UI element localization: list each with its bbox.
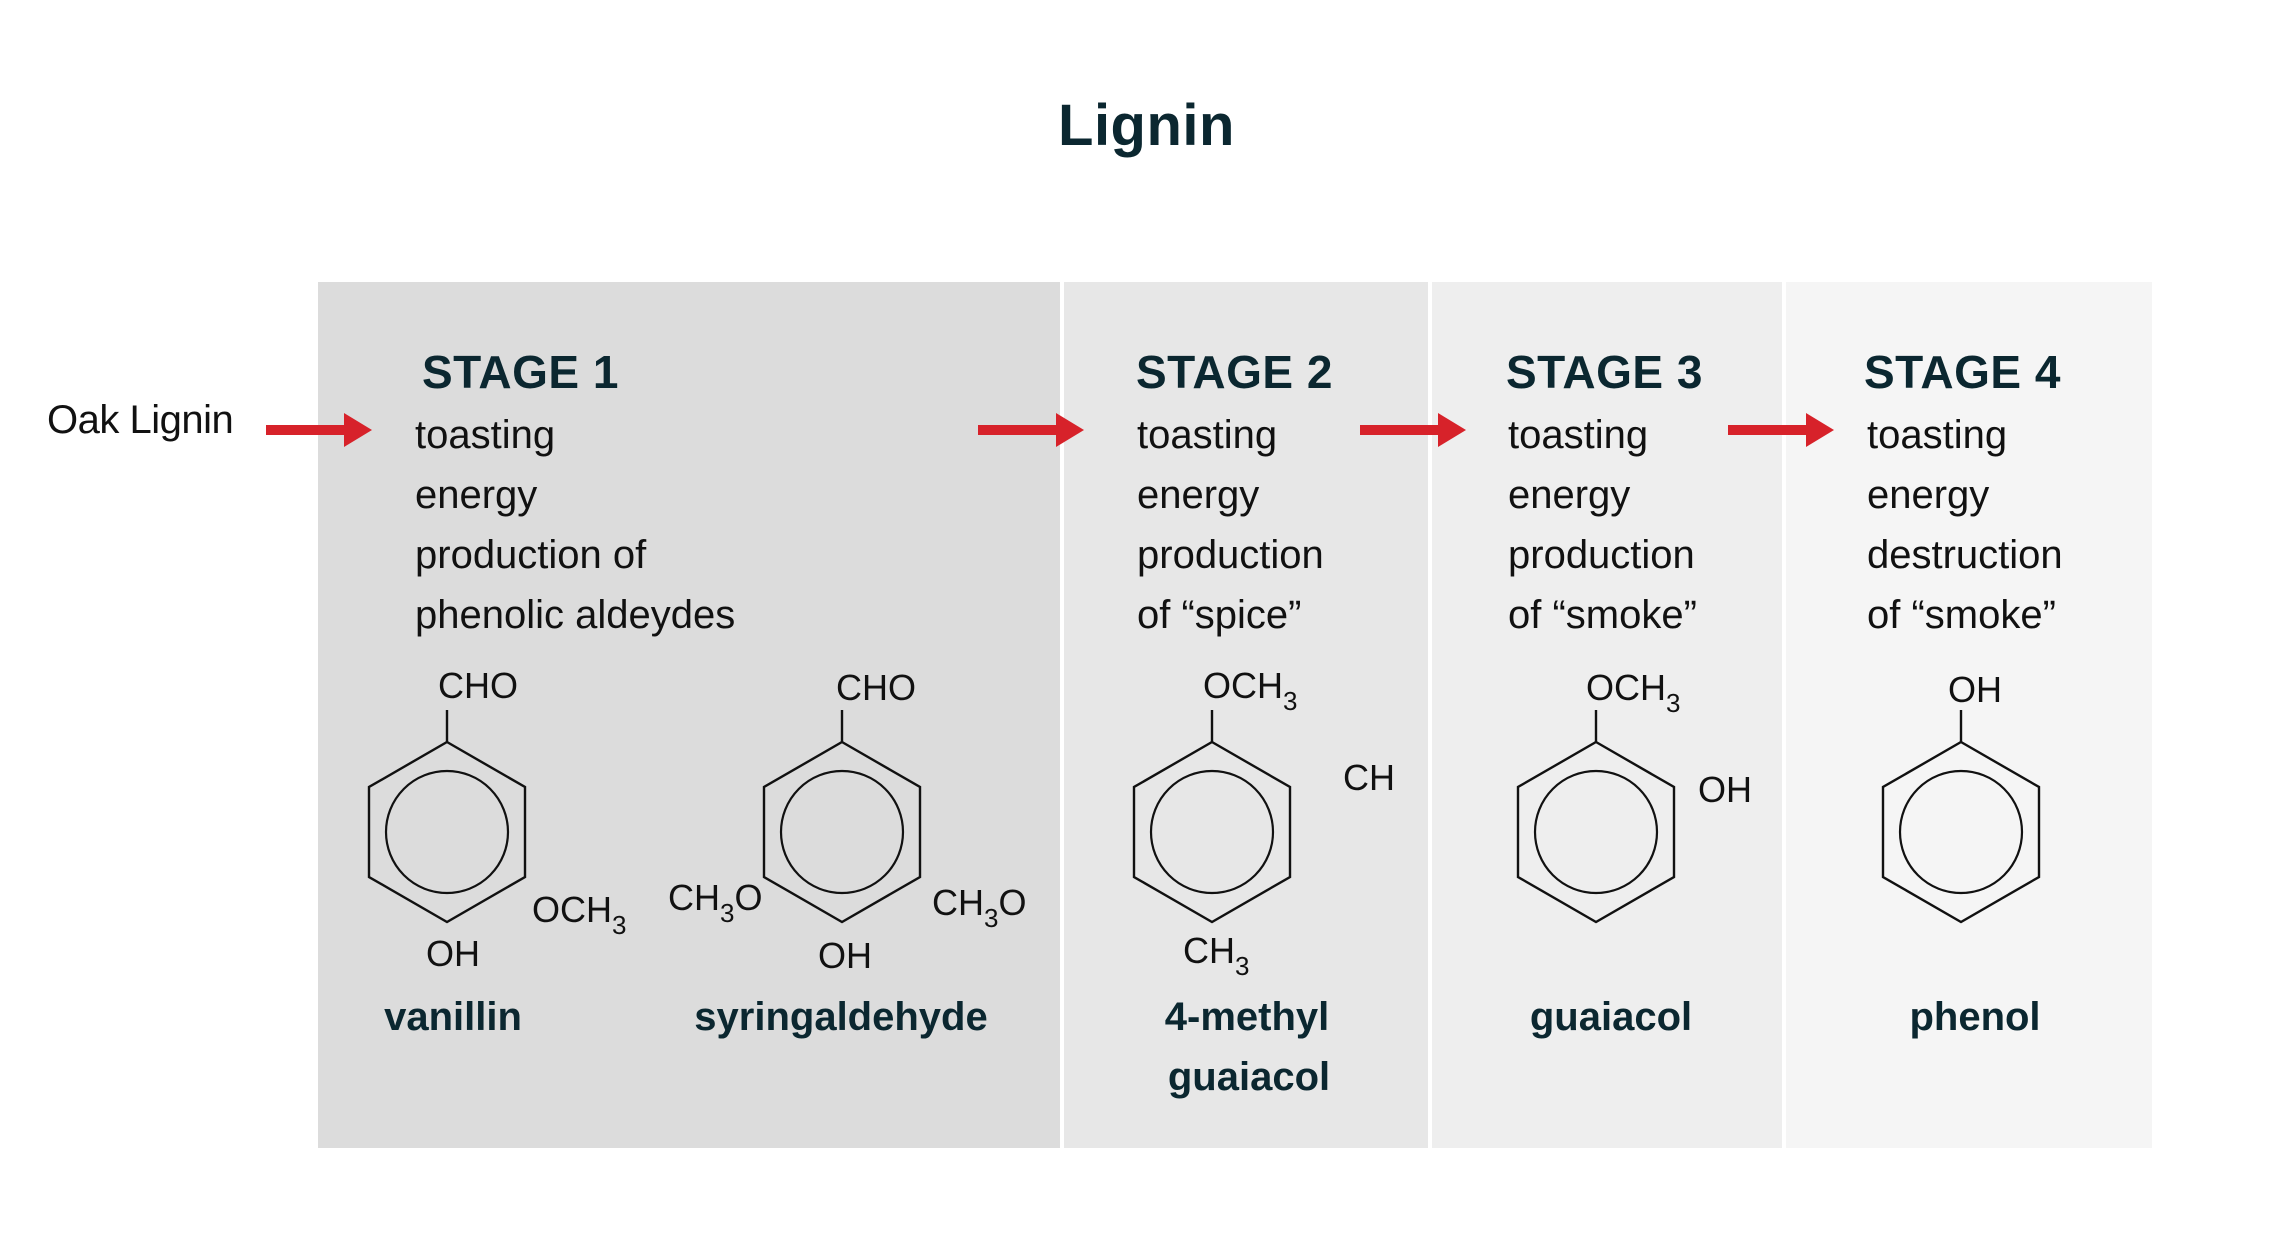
stage-2-line: of “spice” — [1137, 593, 1302, 637]
source-label: Oak Lignin — [47, 398, 234, 442]
stage-3-description: toasting energy production of “smoke” — [1508, 405, 1697, 645]
stage-4-line: toasting — [1867, 413, 2008, 457]
stage-1-line: phenolic aldeydes — [415, 593, 736, 637]
arrow-right-icon — [1360, 413, 1466, 447]
stage-3-line: energy — [1508, 473, 1631, 517]
stage-1-line: energy — [415, 473, 538, 517]
stage-1-heading: STAGE 1 — [422, 346, 619, 398]
stage-2-line: energy — [1137, 473, 1260, 517]
stage-2-heading: STAGE 2 — [1136, 346, 1333, 398]
stage-1-description: toasting energy production of phenolic a… — [415, 405, 735, 645]
stage-4-description: toasting energy destruction of “smoke” — [1867, 405, 2063, 645]
stage-3-heading: STAGE 3 — [1506, 346, 1703, 398]
diagram-title: Lignin — [1058, 93, 1235, 158]
arrow-right-icon — [1728, 413, 1834, 447]
stage-2-line: toasting — [1137, 413, 1278, 457]
stage-3-line: production — [1508, 533, 1695, 577]
stage-3-line: of “smoke” — [1508, 593, 1697, 637]
arrow-head — [1806, 413, 1834, 447]
stage-3-line: toasting — [1508, 413, 1649, 457]
stage-1-panel — [318, 282, 1060, 1148]
stage-4-heading: STAGE 4 — [1864, 346, 2061, 398]
stage-1-line: production of — [415, 533, 647, 577]
arrow-head — [344, 413, 372, 447]
arrow-shaft — [266, 425, 346, 435]
arrow-right-icon — [978, 413, 1084, 447]
arrow-shaft — [1360, 425, 1440, 435]
stage-1-line: toasting — [415, 413, 556, 457]
stage-2-description: toasting energy production of “spice” — [1137, 405, 1324, 645]
stage-4-line: energy — [1867, 473, 1990, 517]
arrow-head — [1056, 413, 1084, 447]
stage-4-panel — [1786, 282, 2152, 1148]
arrow-right-icon — [266, 413, 372, 447]
stage-4-line: destruction — [1867, 533, 2063, 577]
stage-3-panel — [1432, 282, 1782, 1148]
arrow-shaft — [1728, 425, 1808, 435]
arrow-shaft — [978, 425, 1058, 435]
arrow-head — [1438, 413, 1466, 447]
stage-2-line: production — [1137, 533, 1324, 577]
stage-4-line: of “smoke” — [1867, 593, 2056, 637]
